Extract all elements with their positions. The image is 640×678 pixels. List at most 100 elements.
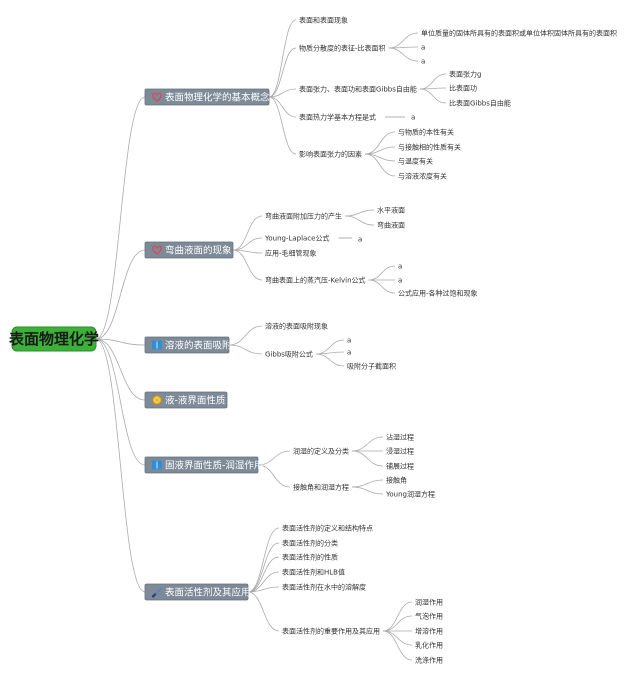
subtopic-node[interactable]: 乳化作用 xyxy=(415,641,443,650)
topic-node[interactable]: 接触角和润湿方程 xyxy=(293,483,349,492)
branch-child-connector xyxy=(247,571,280,593)
heart-icon xyxy=(152,92,162,102)
branch-child-connector xyxy=(268,96,297,155)
topic-node[interactable]: 表面活性剂的重要作用及其应用 xyxy=(282,627,380,636)
subtopic-node[interactable]: a xyxy=(347,337,351,345)
subtopic-connector xyxy=(351,479,384,488)
subtopic-node[interactable]: 气泡作用 xyxy=(415,612,443,621)
subtopic-node[interactable]: 沾湿过程 xyxy=(386,433,414,442)
topic-node[interactable]: 溶液的表面吸附现象 xyxy=(265,322,328,331)
subtopic-node[interactable]: 单位质量的固体所具有的表面积或单位体积固体所具有的表面积 xyxy=(421,29,617,38)
subtopic-connector xyxy=(368,279,396,294)
branch-node-label: 液-液界面性质 xyxy=(165,395,226,407)
subtopic-node[interactable]: 与温度有关 xyxy=(398,157,433,166)
subtopic-node[interactable]: 浸湿过程 xyxy=(386,447,414,456)
branch-node-box xyxy=(144,583,249,601)
topic-node[interactable]: 物质分散度的表征-比表面积 xyxy=(299,44,386,53)
branch-child-connector xyxy=(228,344,263,355)
branch-child-connector xyxy=(268,88,297,98)
topic-node[interactable]: 表面张力、表面功和表面Gibbs自由能 xyxy=(299,85,417,94)
branch-node[interactable]: 溶液的表面吸附 xyxy=(144,336,232,354)
subtopic-node[interactable]: 增溶作用 xyxy=(415,627,443,636)
branch-node[interactable]: 表面物理化学的基本概念 xyxy=(144,88,270,106)
topic-node[interactable]: 表面热力学基本方程是式 xyxy=(299,113,376,122)
topic-node[interactable]: 润湿的定义及分类 xyxy=(293,447,349,456)
branch-child-connector xyxy=(247,591,280,632)
topic-node[interactable]: 影响表面张力的因素 xyxy=(299,150,362,159)
root-node[interactable]: 表面物理化学 xyxy=(9,326,99,352)
subtopic-node[interactable]: 与接触相的性质有关 xyxy=(398,143,461,152)
subtopic-connector xyxy=(419,88,447,104)
branch-child-connector xyxy=(257,464,291,488)
subtopic-connector xyxy=(351,436,384,452)
branch-child-connector xyxy=(228,325,263,346)
subtopic-node[interactable]: 与物质的本性有关 xyxy=(398,128,454,137)
branch-node-box xyxy=(144,88,270,106)
subtopic-node[interactable]: a xyxy=(398,263,402,271)
subtopic-connector xyxy=(382,630,413,646)
branch-child-connector xyxy=(232,249,263,254)
subtopic-node[interactable]: 吸附分子截面积 xyxy=(347,362,396,371)
branch-node[interactable]: 液-液界面性质 xyxy=(144,391,228,409)
subtopic-connector xyxy=(388,32,419,49)
subtopic-connector xyxy=(368,265,396,281)
subtopic-node[interactable]: 铺展过程 xyxy=(386,462,414,471)
subtopic-connector xyxy=(344,209,375,217)
branch-child-connector xyxy=(268,96,297,118)
subtopic-node[interactable]: 表面张力g xyxy=(449,70,481,79)
root-node-label: 表面物理化学 xyxy=(9,330,99,348)
subtopic-connector xyxy=(351,486,384,495)
subtopic-node[interactable]: Young润湿方程 xyxy=(385,490,435,499)
branch-node[interactable]: 弯曲液面的现象 xyxy=(144,241,234,259)
root-branch-connector xyxy=(95,338,146,346)
topic-node[interactable]: 弯曲表面上的蒸汽压-Kelvin公式 xyxy=(265,276,366,285)
subtopic-node[interactable]: a xyxy=(358,236,362,244)
branch-node-label: 溶液的表面吸附 xyxy=(165,340,232,352)
pen-icon xyxy=(151,587,163,598)
topic-node[interactable]: 弯曲液面附加压力的产生 xyxy=(265,212,342,221)
branch-node[interactable]: 固液界面性质-润湿作用 xyxy=(144,456,263,474)
topic-node[interactable]: 应用-毛细管现象 xyxy=(265,249,317,258)
topic-node[interactable]: 表面和表面现象 xyxy=(299,16,348,25)
subtopic-node[interactable]: 润湿作用 xyxy=(415,598,443,607)
topic-node[interactable]: 表面活性剂的性质 xyxy=(282,553,338,562)
subtopic-node[interactable]: 比表面Gibbs自由能 xyxy=(449,99,511,108)
subtopic-node[interactable]: 接触角 xyxy=(386,476,407,485)
connector-layer xyxy=(95,19,447,661)
branch-child-connector xyxy=(232,249,263,281)
branch-child-connector xyxy=(232,215,263,251)
branch-node-box xyxy=(144,241,234,259)
subtopic-node[interactable]: a xyxy=(411,114,415,122)
branch-node[interactable]: 表面活性剂及其应用 xyxy=(144,583,251,601)
subtopic-node[interactable]: a xyxy=(347,349,351,357)
subtopic-connector xyxy=(344,215,375,226)
coin-icon xyxy=(152,395,162,405)
subtopic-node[interactable]: 洗涤作用 xyxy=(415,656,443,665)
book-icon xyxy=(152,340,162,350)
subtopic-node[interactable]: 与溶液浓度有关 xyxy=(398,172,447,181)
subtopic-connector xyxy=(364,131,396,155)
root-branch-connector xyxy=(95,338,146,466)
branch-child-connector xyxy=(232,237,263,251)
topic-node[interactable]: 表面活性剂的分类 xyxy=(282,539,338,548)
subtopic-node[interactable]: 弯曲液面 xyxy=(377,221,405,230)
topic-node[interactable]: Young-Laplace公式 xyxy=(264,234,330,243)
subtopic-connector xyxy=(315,351,345,355)
subtopic-node[interactable]: 比表面功 xyxy=(449,84,477,93)
subtopic-connector xyxy=(351,450,384,467)
subtopic-node[interactable]: a xyxy=(421,58,425,66)
topic-node[interactable]: 表面活性剂和HLB值 xyxy=(282,568,345,577)
subtopic-connector xyxy=(382,615,413,632)
subtopic-node[interactable]: 水平液面 xyxy=(377,206,405,215)
topic-node[interactable]: Gibbs吸附公式 xyxy=(265,350,313,359)
topic-node[interactable]: 表面活性剂的定义和结构特点 xyxy=(282,524,373,533)
root-branch-connector xyxy=(95,96,146,340)
subtopic-node[interactable]: a xyxy=(421,44,425,52)
root-branch-connector xyxy=(95,338,146,401)
branch-node-box xyxy=(144,456,259,474)
branch-node-label: 弯曲液面的现象 xyxy=(165,245,232,257)
subtopic-node[interactable]: a xyxy=(398,277,402,285)
root-branch-connector xyxy=(95,338,146,593)
topic-node[interactable]: 表面活性剂在水中的溶解度 xyxy=(282,583,366,592)
subtopic-node[interactable]: 公式应用-各种过饱和现象 xyxy=(398,289,478,298)
